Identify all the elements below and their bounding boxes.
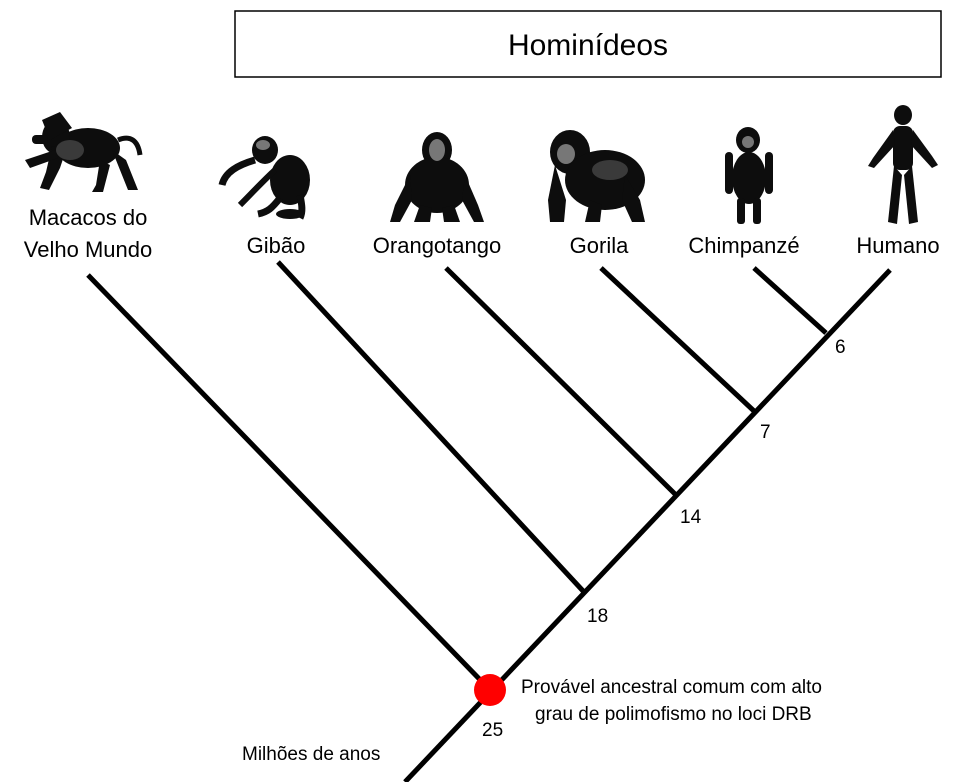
orangutan-icon xyxy=(390,132,484,222)
taxon-label-human: Humano xyxy=(856,233,939,258)
taxon-label-orangutan: Orangotango xyxy=(373,233,501,258)
title-box: Hominídeos xyxy=(235,11,941,77)
node-age-human-chimp: 6 xyxy=(835,337,846,358)
human-icon xyxy=(868,105,938,224)
ancestor-note-line2: grau de polimofismo no loci DRB xyxy=(535,704,812,725)
branch-gorilla xyxy=(601,268,754,411)
chimpanzee-icon xyxy=(725,127,773,224)
gibbon-icon xyxy=(222,136,310,219)
taxon-label-chimpanzee: Chimpanzé xyxy=(688,233,799,258)
node-age-root: 25 xyxy=(482,720,503,741)
gorilla-icon xyxy=(548,130,645,222)
time-axis-label: Milhões de anos xyxy=(242,744,380,765)
ancestor-note-line1: Provável ancestral comum com alto xyxy=(521,677,822,698)
branch-old-world-monkeys xyxy=(88,275,490,690)
ancestor-note: Provável ancestral comum com alto grau d… xyxy=(521,677,822,725)
taxon-labels: Macacos do Velho Mundo Gibão Orangotango… xyxy=(24,205,940,262)
diagram-title: Hominídeos xyxy=(508,29,668,62)
branch-chimpanzee xyxy=(754,268,826,333)
branch-gibbon xyxy=(278,262,584,592)
common-ancestor-marker xyxy=(474,674,506,706)
baboon-icon xyxy=(25,112,140,192)
branch-orangutan xyxy=(446,268,676,495)
taxon-label-old-world-monkeys-line2: Velho Mundo xyxy=(24,237,152,262)
taxon-label-gibbon: Gibão xyxy=(247,233,306,258)
node-age-gorilla: 7 xyxy=(760,422,771,443)
taxon-label-old-world-monkeys-line1: Macacos do xyxy=(29,205,148,230)
node-age-orangutan: 14 xyxy=(680,507,702,528)
taxon-label-gorilla: Gorila xyxy=(570,233,629,258)
node-age-gibbon: 18 xyxy=(587,606,608,627)
